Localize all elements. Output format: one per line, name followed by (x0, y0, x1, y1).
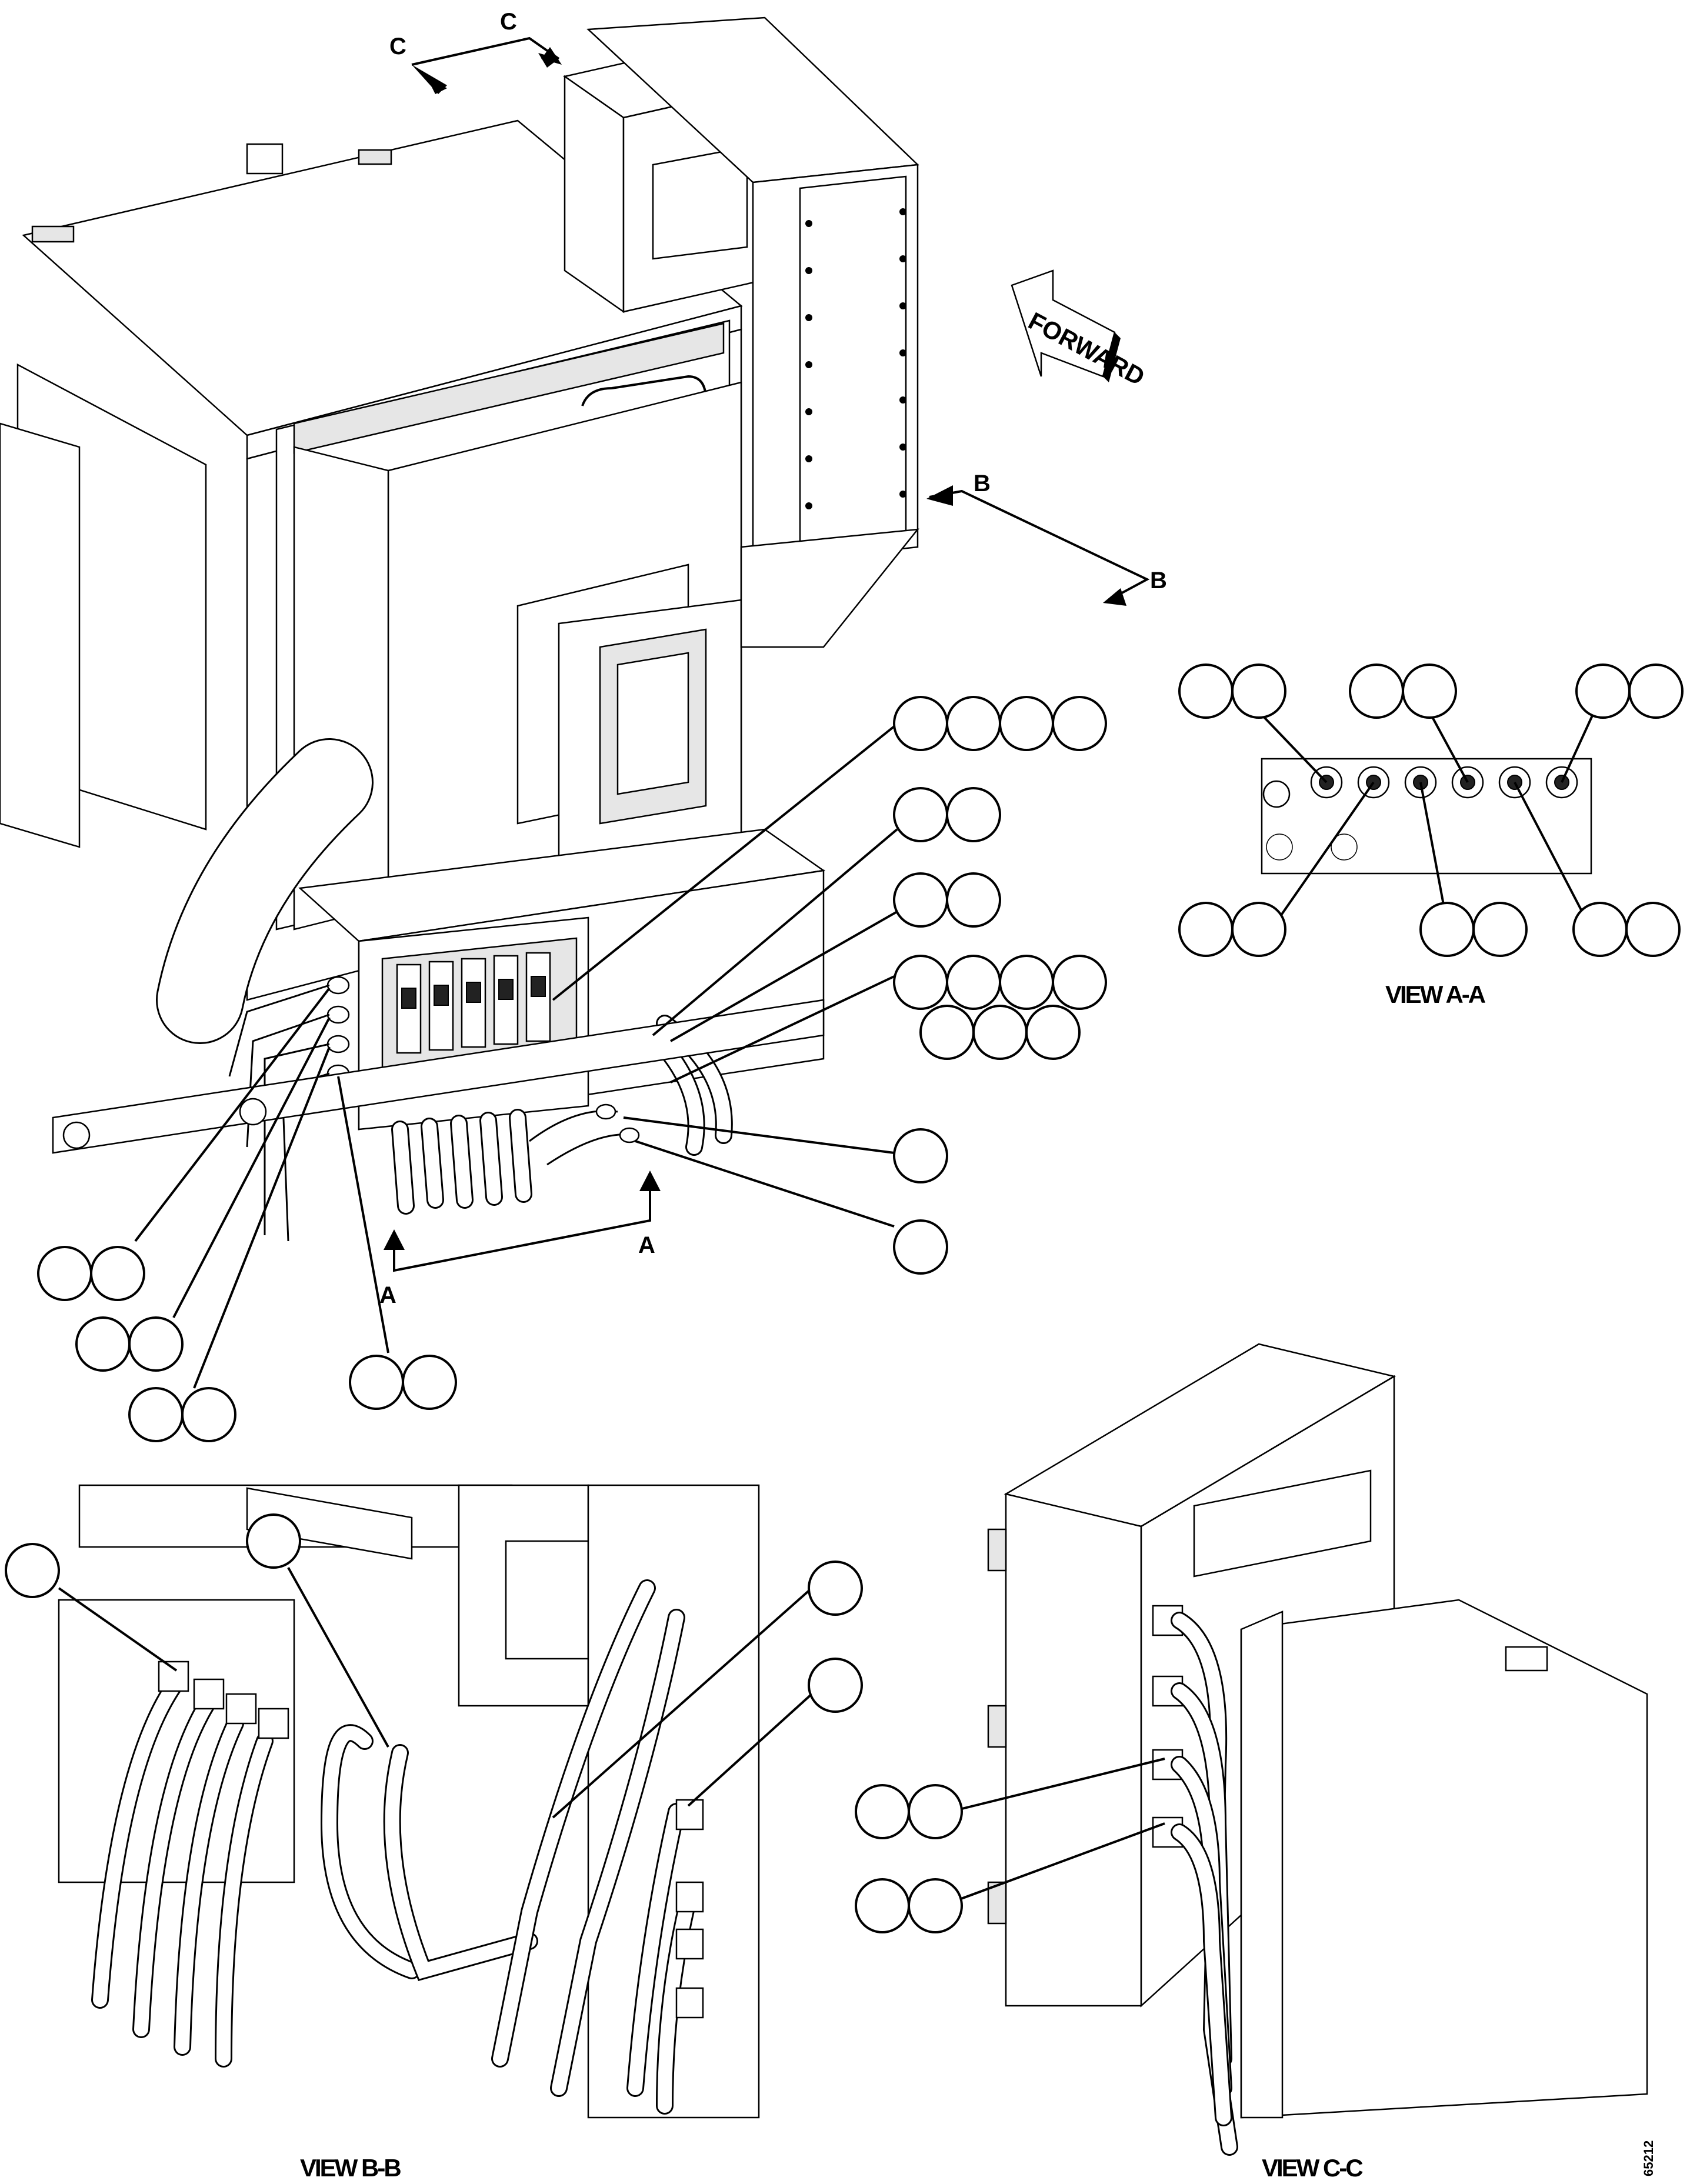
callout-bubble (893, 1219, 948, 1275)
callout-bubble (402, 1355, 457, 1410)
section-c-arrow (411, 36, 562, 94)
view-c-label: VIEW C-C (1262, 2154, 1363, 2181)
forward-arrow-icon (1011, 269, 1121, 382)
transformer (652, 146, 748, 260)
callout-bubble (1575, 663, 1631, 719)
callout-bubble (1572, 902, 1628, 957)
callout-bubble (893, 787, 948, 842)
callout-bubble (1178, 902, 1234, 957)
callout-bubble (1052, 696, 1107, 751)
intake-duct (158, 740, 372, 1042)
figure-id: 65212 (1641, 2140, 1656, 2176)
callout-bubble (1052, 955, 1107, 1010)
fastener-row (805, 208, 906, 509)
section-a-label-left: A (379, 1282, 396, 1308)
view-b-label: VIEW B-B (300, 2154, 401, 2181)
main-assembly-view (0, 16, 919, 1242)
section-b-label-top: B (974, 471, 991, 496)
hose-bundle (391, 1109, 532, 1215)
main-callouts (37, 696, 1107, 1442)
callout-bubble (181, 1387, 236, 1442)
callout-bubble (999, 696, 1054, 751)
section-a-label-right: A (638, 1232, 655, 1258)
callout-bubble (855, 1784, 910, 1839)
callout-bubble (893, 955, 948, 1010)
callout-bubble (893, 872, 948, 928)
callout-bubble (75, 1316, 131, 1372)
callout-bubble (946, 955, 1001, 1010)
mount-tab (31, 225, 75, 243)
callout-bubble (128, 1387, 184, 1442)
view-a-label: VIEW A-A (1385, 981, 1486, 1008)
terminals (396, 952, 551, 1054)
callout-bubble (1231, 663, 1286, 719)
callout-bubble (972, 1005, 1028, 1060)
view-a-a (1178, 663, 1684, 957)
callout-bubble (1231, 902, 1286, 957)
view-c-c (855, 1343, 1648, 2156)
section-b-arrow (926, 485, 1150, 606)
callout-bubble (808, 1561, 863, 1616)
callout-bubble (1349, 663, 1404, 719)
main-leader-lines (134, 725, 898, 1389)
callout-bubble (1472, 902, 1528, 957)
door-handle (581, 375, 707, 406)
view-b-b (5, 1484, 863, 2119)
section-a-arrow (384, 1171, 661, 1272)
section-c-label-left: C (389, 34, 406, 59)
view-b-hoses (91, 1579, 697, 2115)
callout-bubble (855, 1878, 910, 1933)
callout-bubble (1402, 663, 1457, 719)
callout-bubble (1178, 663, 1234, 719)
callout-bubble (908, 1784, 963, 1839)
callout-bubble (893, 1128, 948, 1183)
callout-bubble (946, 872, 1001, 928)
adjacent-cabinet (1240, 1599, 1648, 2119)
view-b-fittings (158, 1660, 704, 2019)
callout-bubble (1025, 1005, 1081, 1060)
callout-bubble (37, 1246, 92, 1301)
callout-bubble (908, 1878, 963, 1933)
callout-bubble (999, 955, 1054, 1010)
callout-bubble (90, 1246, 145, 1301)
callout-bubble (5, 1543, 60, 1598)
callout-bubble (349, 1355, 404, 1410)
section-b-label-bottom: B (1150, 568, 1167, 593)
callout-bubble (1419, 902, 1475, 957)
callout-bubble (946, 787, 1001, 842)
callout-bubble (1625, 902, 1681, 957)
callout-bubble (893, 696, 948, 751)
lifting-lug (246, 143, 284, 175)
callout-bubble (246, 1513, 301, 1569)
callout-bubble (808, 1658, 863, 1713)
left-connectors (326, 976, 350, 1083)
callout-bubble (946, 696, 1001, 751)
callout-bubble (919, 1005, 975, 1060)
section-c-label-right: C (500, 9, 517, 35)
callout-bubble (1628, 663, 1684, 719)
callout-bubble (128, 1316, 184, 1372)
